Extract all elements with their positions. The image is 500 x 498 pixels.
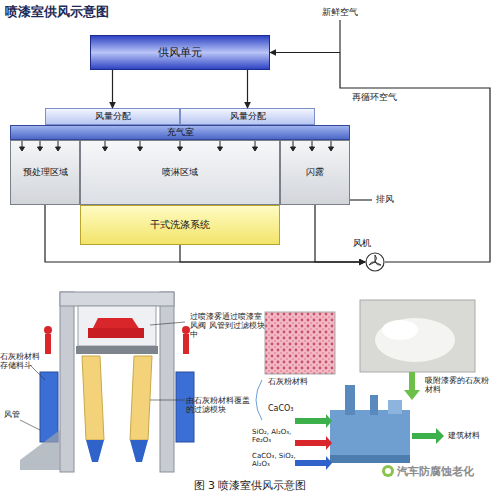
flow-connector xyxy=(45,205,365,262)
text-label: 由石灰粉材料覆盖的过滤模块 xyxy=(186,396,252,414)
text-label: SiO₂, Al₂O₃, Fe₂O₃ xyxy=(252,428,312,444)
fresh-air-line xyxy=(339,20,340,52)
text-label: 新鲜空气 xyxy=(322,7,382,17)
flash-off-zone: 闪露 xyxy=(280,140,350,205)
fan-label: 风机 xyxy=(353,237,371,250)
fan-circle: 风机 xyxy=(365,252,385,272)
text-label: 石灰粉材料 xyxy=(268,377,328,386)
flow-connector xyxy=(270,53,490,263)
node-text: 干式洗涤系统 xyxy=(150,218,210,232)
plenum-band: 充气室 xyxy=(10,125,350,140)
air-distribution-box: 风量分配 xyxy=(45,108,180,125)
text-label: 建筑材料 xyxy=(448,431,493,440)
flow-connector xyxy=(315,205,365,262)
node-text: 供风单元 xyxy=(158,45,202,60)
text-label: 石灰粉材料存储料斗 xyxy=(0,352,42,370)
fan-blades xyxy=(369,255,381,265)
flow-connector xyxy=(247,70,248,108)
pretreatment-zone: 预处理区域 xyxy=(10,140,80,205)
flow-connector xyxy=(180,245,365,262)
node-text: 喷淋区域 xyxy=(162,166,198,179)
text-label: CaCO₃ xyxy=(268,404,308,413)
text-label: 排风 xyxy=(376,194,406,204)
node-text: 闪露 xyxy=(306,166,324,179)
exhaust-line xyxy=(350,199,372,200)
material-illustration xyxy=(256,300,475,477)
fan-symbol xyxy=(365,252,385,272)
text-label: 再循环空气 xyxy=(352,92,412,102)
text-label: 风管 xyxy=(4,410,34,419)
spray-zone: 喷淋区域 xyxy=(80,140,280,205)
text-label: 吸附漆雾的石灰粉材料 xyxy=(425,376,495,394)
dry-scrubber-box: 干式洗涤系统 xyxy=(80,205,280,245)
text-label: CaCO₃, SiO₂, Al₂O₃ xyxy=(252,452,312,468)
node-text: 预处理区域 xyxy=(23,166,68,179)
node-text: 风量分配 xyxy=(95,110,131,123)
node-text: 充气室 xyxy=(167,126,194,139)
fan-outline xyxy=(366,253,384,271)
text-label: 过喷漆雾通过喷漆室风阀 风管到过滤模块中 xyxy=(190,312,268,340)
watermark: 汽车防腐蚀老化 xyxy=(397,466,497,479)
supply-unit-box: 供风单元 xyxy=(90,35,270,70)
diagram-title: 喷漆室供风示意图 xyxy=(5,3,109,21)
figure-caption: 图 3 喷漆室供风示意图 xyxy=(150,478,350,493)
flow-connector xyxy=(112,70,113,108)
booth-illustration xyxy=(20,292,194,472)
air-distribution-box: 风量分配 xyxy=(180,108,315,125)
node-text: 风量分配 xyxy=(230,110,266,123)
